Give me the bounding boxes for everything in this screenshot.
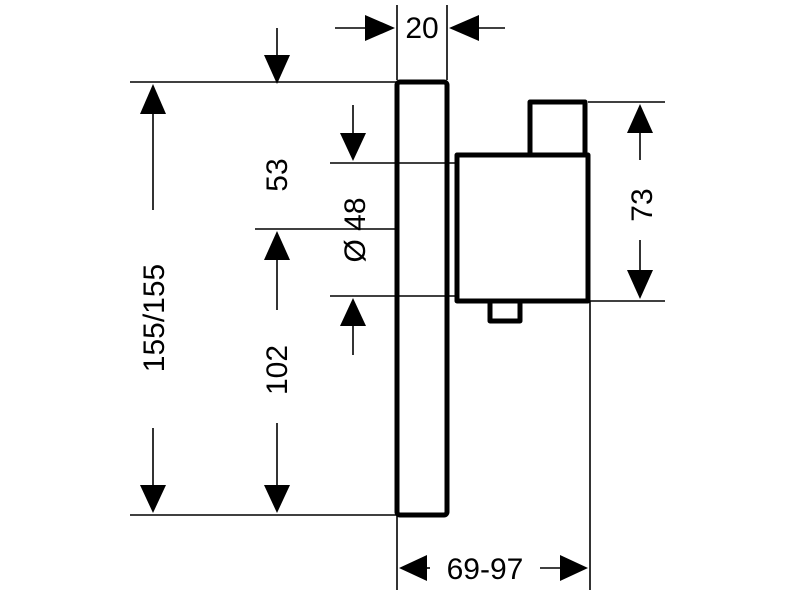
bottom-connector <box>487 298 523 324</box>
dim-label-upper-offset: 53 <box>261 158 294 191</box>
dim-label-width-top: 20 <box>405 12 438 45</box>
dimension-total-height: 155/155 <box>138 84 171 513</box>
dim-label-lower-offset: 102 <box>261 345 294 395</box>
dim-label-diameter: Ø 48 <box>339 197 372 262</box>
top-edge-arrow <box>264 28 290 84</box>
dimension-body-height: 73 <box>626 104 659 299</box>
dimension-depth: 69-97 <box>399 553 588 586</box>
dimension-lower-offset: 102 <box>261 231 294 513</box>
top-handle <box>527 99 588 158</box>
dimension-width-top: 20 <box>335 12 505 45</box>
cover-plate <box>394 79 450 518</box>
extension-lines <box>130 5 665 590</box>
dimension-upper-offset: 53 <box>261 158 294 191</box>
dim-label-body-height: 73 <box>626 188 659 221</box>
valve-body <box>454 152 591 304</box>
dim-label-depth: 69-97 <box>447 553 524 586</box>
object-outline <box>394 79 591 518</box>
dim-label-total-height: 155/155 <box>138 264 171 372</box>
dimension-diameter: Ø 48 <box>339 105 372 355</box>
